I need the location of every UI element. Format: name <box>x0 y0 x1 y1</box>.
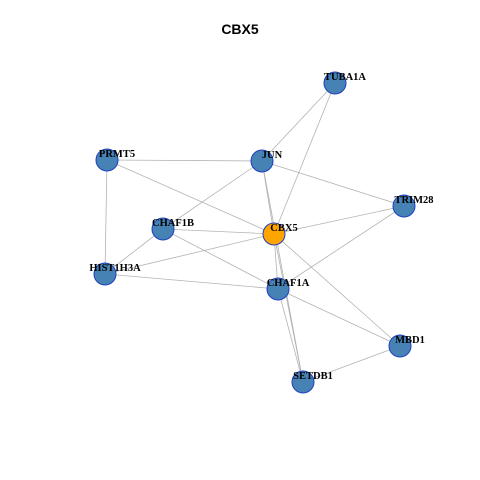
edge-tuba1a-jun <box>261 82 336 162</box>
node-label-jun: JUN <box>262 150 283 161</box>
node-setdb1 <box>291 370 315 394</box>
node-label-chaf1a: CHAF1A <box>267 278 310 289</box>
node-label-tuba1a: TUBA1A <box>324 72 366 83</box>
edge-chaf1b-chaf1a <box>162 228 279 290</box>
edge-jun-chaf1b <box>162 160 263 230</box>
node-label-chaf1b: CHAF1B <box>152 218 194 229</box>
edge-jun-trim28 <box>261 160 405 207</box>
edge-cbx5-mbd1 <box>273 233 401 347</box>
graph-title: CBX5 <box>221 21 259 37</box>
edge-chaf1b-hist1h3a <box>104 228 164 275</box>
node-hist1h3a <box>93 262 117 286</box>
node-tuba1a <box>323 71 347 95</box>
nodes-layer <box>93 71 416 394</box>
edge-prmt5-cbx5 <box>106 159 275 235</box>
edges-layer <box>104 82 405 383</box>
edge-prmt5-jun <box>106 159 263 162</box>
node-jun <box>250 149 274 173</box>
node-chaf1a <box>266 277 290 301</box>
node-label-hist1h3a: HIST1H3A <box>89 263 141 274</box>
node-prmt5 <box>95 148 119 172</box>
node-mbd1 <box>388 334 412 358</box>
edge-prmt5-hist1h3a <box>104 159 108 275</box>
edge-cbx5-trim28 <box>273 205 405 235</box>
edge-trim28-chaf1a <box>277 205 405 290</box>
node-trim28 <box>392 194 416 218</box>
node-cbx5 <box>262 222 286 246</box>
node-label-trim28: TRIM28 <box>394 195 433 206</box>
edge-cbx5-hist1h3a <box>104 233 275 275</box>
edge-chaf1b-cbx5 <box>162 228 275 235</box>
edge-chaf1a-setdb1 <box>277 288 304 383</box>
node-label-mbd1: MBD1 <box>395 335 425 346</box>
node-label-prmt5: PRMT5 <box>99 149 135 160</box>
node-label-cbx5: CBX5 <box>270 223 297 234</box>
edge-cbx5-setdb1 <box>273 233 304 383</box>
edge-hist1h3a-chaf1a <box>104 273 279 290</box>
node-label-setdb1: SETDB1 <box>293 371 333 382</box>
edge-tuba1a-cbx5 <box>273 82 336 235</box>
edge-chaf1a-mbd1 <box>277 288 401 347</box>
edge-mbd1-setdb1 <box>302 345 401 383</box>
node-chaf1b <box>151 217 175 241</box>
